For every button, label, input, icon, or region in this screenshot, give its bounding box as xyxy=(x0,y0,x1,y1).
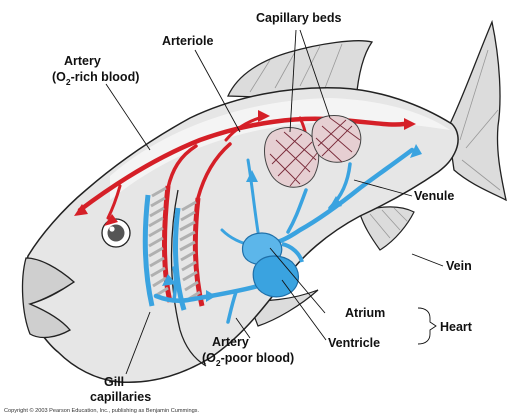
label-artery-o2-rich-line1: Artery xyxy=(64,54,101,68)
label-heart: Heart xyxy=(440,320,473,334)
label-artery-o2-poor-line2: (O2-poor blood) xyxy=(202,351,294,368)
label-venule: Venule xyxy=(414,189,454,203)
label-ventricle: Ventricle xyxy=(328,336,380,350)
label-artery-o2-poor-line1: Artery xyxy=(212,335,249,349)
anal-fin xyxy=(360,207,414,250)
capillary-bed-right xyxy=(312,116,361,163)
ventricle xyxy=(253,256,298,297)
label-atrium: Atrium xyxy=(345,306,385,320)
label-gill-capillaries-line1: Gill xyxy=(104,375,124,389)
label-capillary-beds: Capillary beds xyxy=(256,11,341,25)
label-vein: Vein xyxy=(446,259,472,273)
label-gill-capillaries-line2: capillaries xyxy=(90,390,151,404)
copyright-notice: Copyright © 2003 Pearson Education, Inc.… xyxy=(4,407,199,414)
label-artery-o2-rich-line2: (O2-rich blood) xyxy=(52,70,139,87)
label-arteriole: Arteriole xyxy=(162,34,213,48)
